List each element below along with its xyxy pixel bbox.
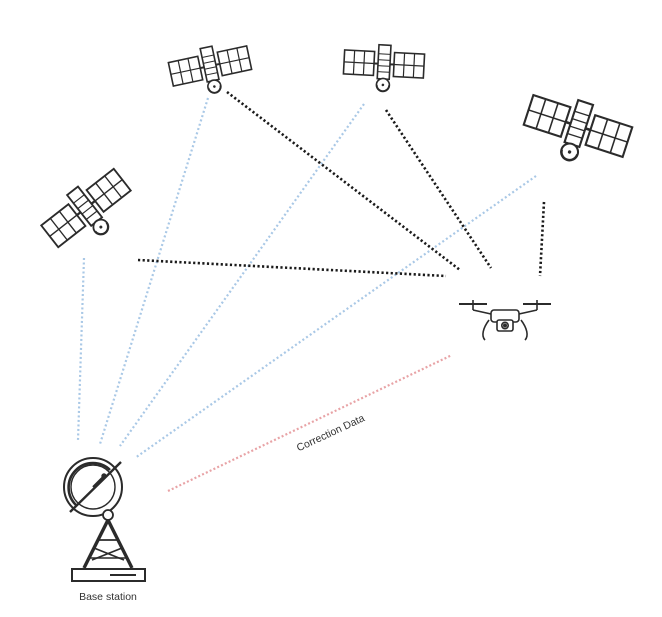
correction-data-link: Correction Data (167, 354, 453, 492)
satellite-icon (341, 41, 426, 95)
satellite-icon (35, 161, 143, 263)
drone (459, 300, 551, 341)
correction-data-label: Correction Data (295, 412, 367, 454)
base-station-label: Base station (79, 591, 137, 603)
satellite-right (516, 85, 637, 178)
satellite-top-left (165, 38, 256, 103)
drone-link-lines (137, 90, 546, 278)
drone-line-sat-top-center (384, 109, 493, 269)
satellite-top-center (341, 41, 426, 95)
base-station: Base station (63, 457, 146, 603)
gnss-line-sat-top-left-to-base (98, 97, 210, 445)
drone-icon (459, 300, 551, 341)
satellite-icon (516, 85, 637, 178)
satellite-icon (165, 38, 256, 103)
drone-line-sat-left (137, 258, 447, 278)
gnss-line-sat-top-center-to-base (119, 103, 365, 447)
gnss-line-sat-right-to-base (134, 175, 537, 459)
drone-line-sat-right (538, 201, 546, 277)
drone-line-sat-top-left (226, 90, 461, 272)
gnss-signal-lines (76, 97, 537, 459)
satellite-left (35, 161, 143, 263)
base-station-icon (63, 457, 146, 582)
gnss-line-sat-left-to-base (76, 257, 86, 441)
correction-data-line (167, 354, 453, 492)
